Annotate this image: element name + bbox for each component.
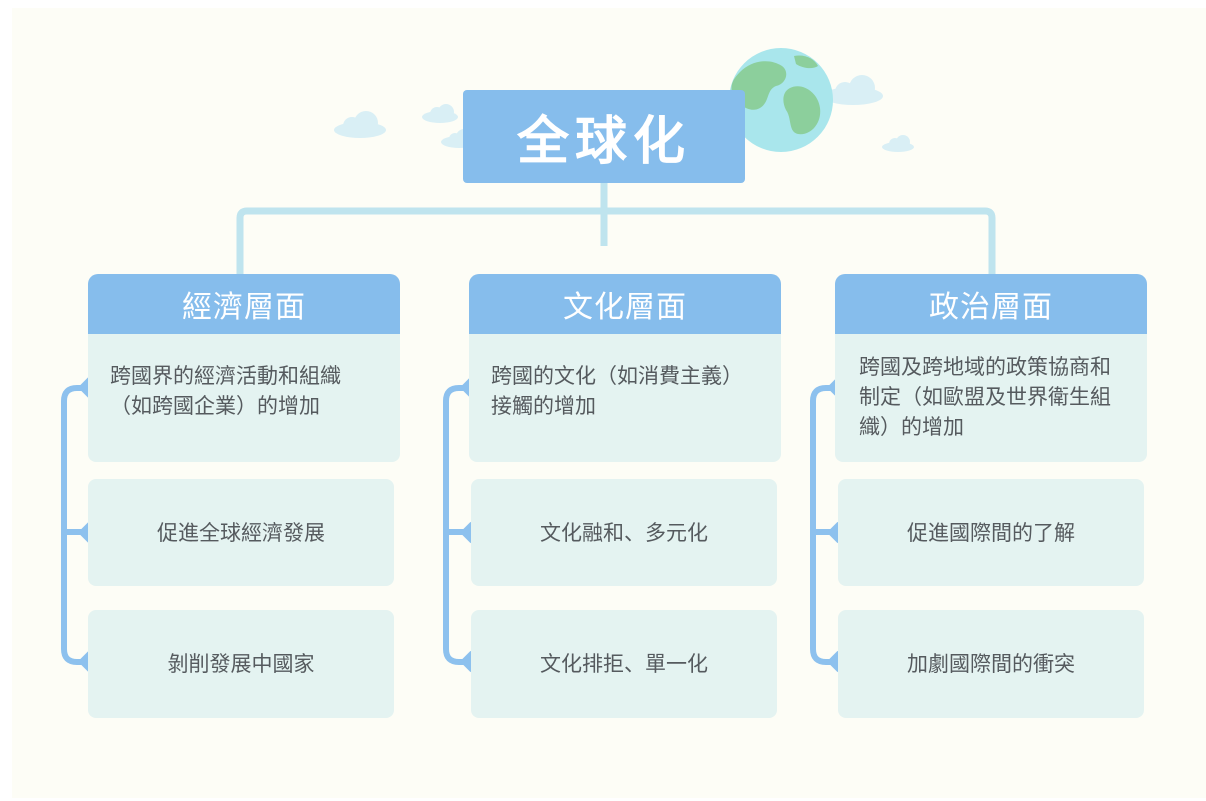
column-card-political-summary: 跨國及跨地域的政策協商和制定（如歐盟及世界衛生組織）的增加 <box>835 334 1147 462</box>
cloud-icon <box>823 75 883 105</box>
column-heading-economic: 經濟層面 <box>88 274 400 334</box>
column-card-economic-positive: 促進全球經濟發展 <box>88 479 394 586</box>
column-card-political-negative: 加劇國際間的衝突 <box>838 610 1144 718</box>
column-card-cultural-negative: 文化排拒、單一化 <box>471 610 777 718</box>
diagram-title: 全球化 <box>463 90 745 183</box>
globe-icon <box>729 48 833 152</box>
column-card-economic-summary: 跨國界的經濟活動和組織（如跨國企業）的增加 <box>88 334 400 462</box>
cloud-icon <box>882 135 914 152</box>
column-card-political-positive: 促進國際間的了解 <box>838 479 1144 586</box>
column-card-economic-negative: 剝削發展中國家 <box>88 610 394 718</box>
cloud-icon <box>422 104 458 123</box>
connector-lines <box>236 183 996 274</box>
column-card-cultural-summary: 跨國的文化（如消費主義）接觸的增加 <box>469 334 781 462</box>
column-heading-cultural: 文化層面 <box>469 274 781 334</box>
column-heading-political: 政治層面 <box>835 274 1147 334</box>
cloud-icon <box>334 111 386 138</box>
column-card-cultural-positive: 文化融和、多元化 <box>471 479 777 586</box>
